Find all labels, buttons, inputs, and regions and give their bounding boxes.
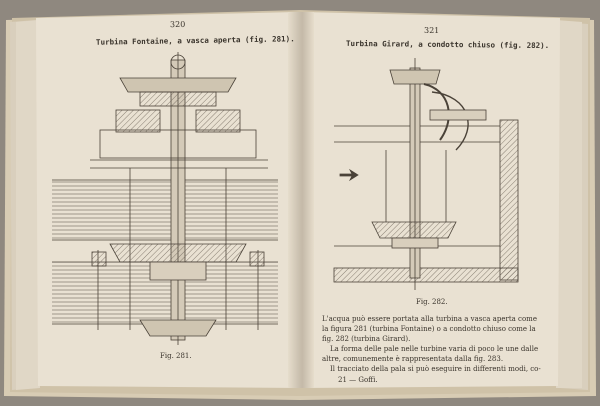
figure-281-drawing — [52, 52, 278, 345]
figure-281-caption: Fig. 281. — [160, 352, 192, 360]
left-page-number: 320 — [169, 19, 186, 30]
right-page — [302, 12, 560, 388]
right-page-line-2: la figura 281 (turbina Fontaine) o a con… — [322, 325, 536, 333]
figure-282-drawing — [333, 58, 519, 290]
right-page-line-4: La forma delle pale nelle turbine varia … — [330, 345, 539, 353]
right-page-line-6: Il tracciato della pala si può eseguire … — [330, 365, 541, 373]
right-page-line-1: L'acqua può essere portata alla turbina … — [322, 315, 537, 323]
right-page-line-3: fig. 282 (turbina Girard). — [322, 335, 411, 343]
book-gutter — [288, 12, 314, 388]
figure-282-caption: Fig. 282. — [416, 298, 448, 306]
right-page-line-5: altre, comunemente è rappresentata dalla… — [322, 355, 504, 363]
right-page-signature: 21 — Goffi. — [338, 376, 378, 384]
right-page-number: 321 — [423, 25, 440, 36]
